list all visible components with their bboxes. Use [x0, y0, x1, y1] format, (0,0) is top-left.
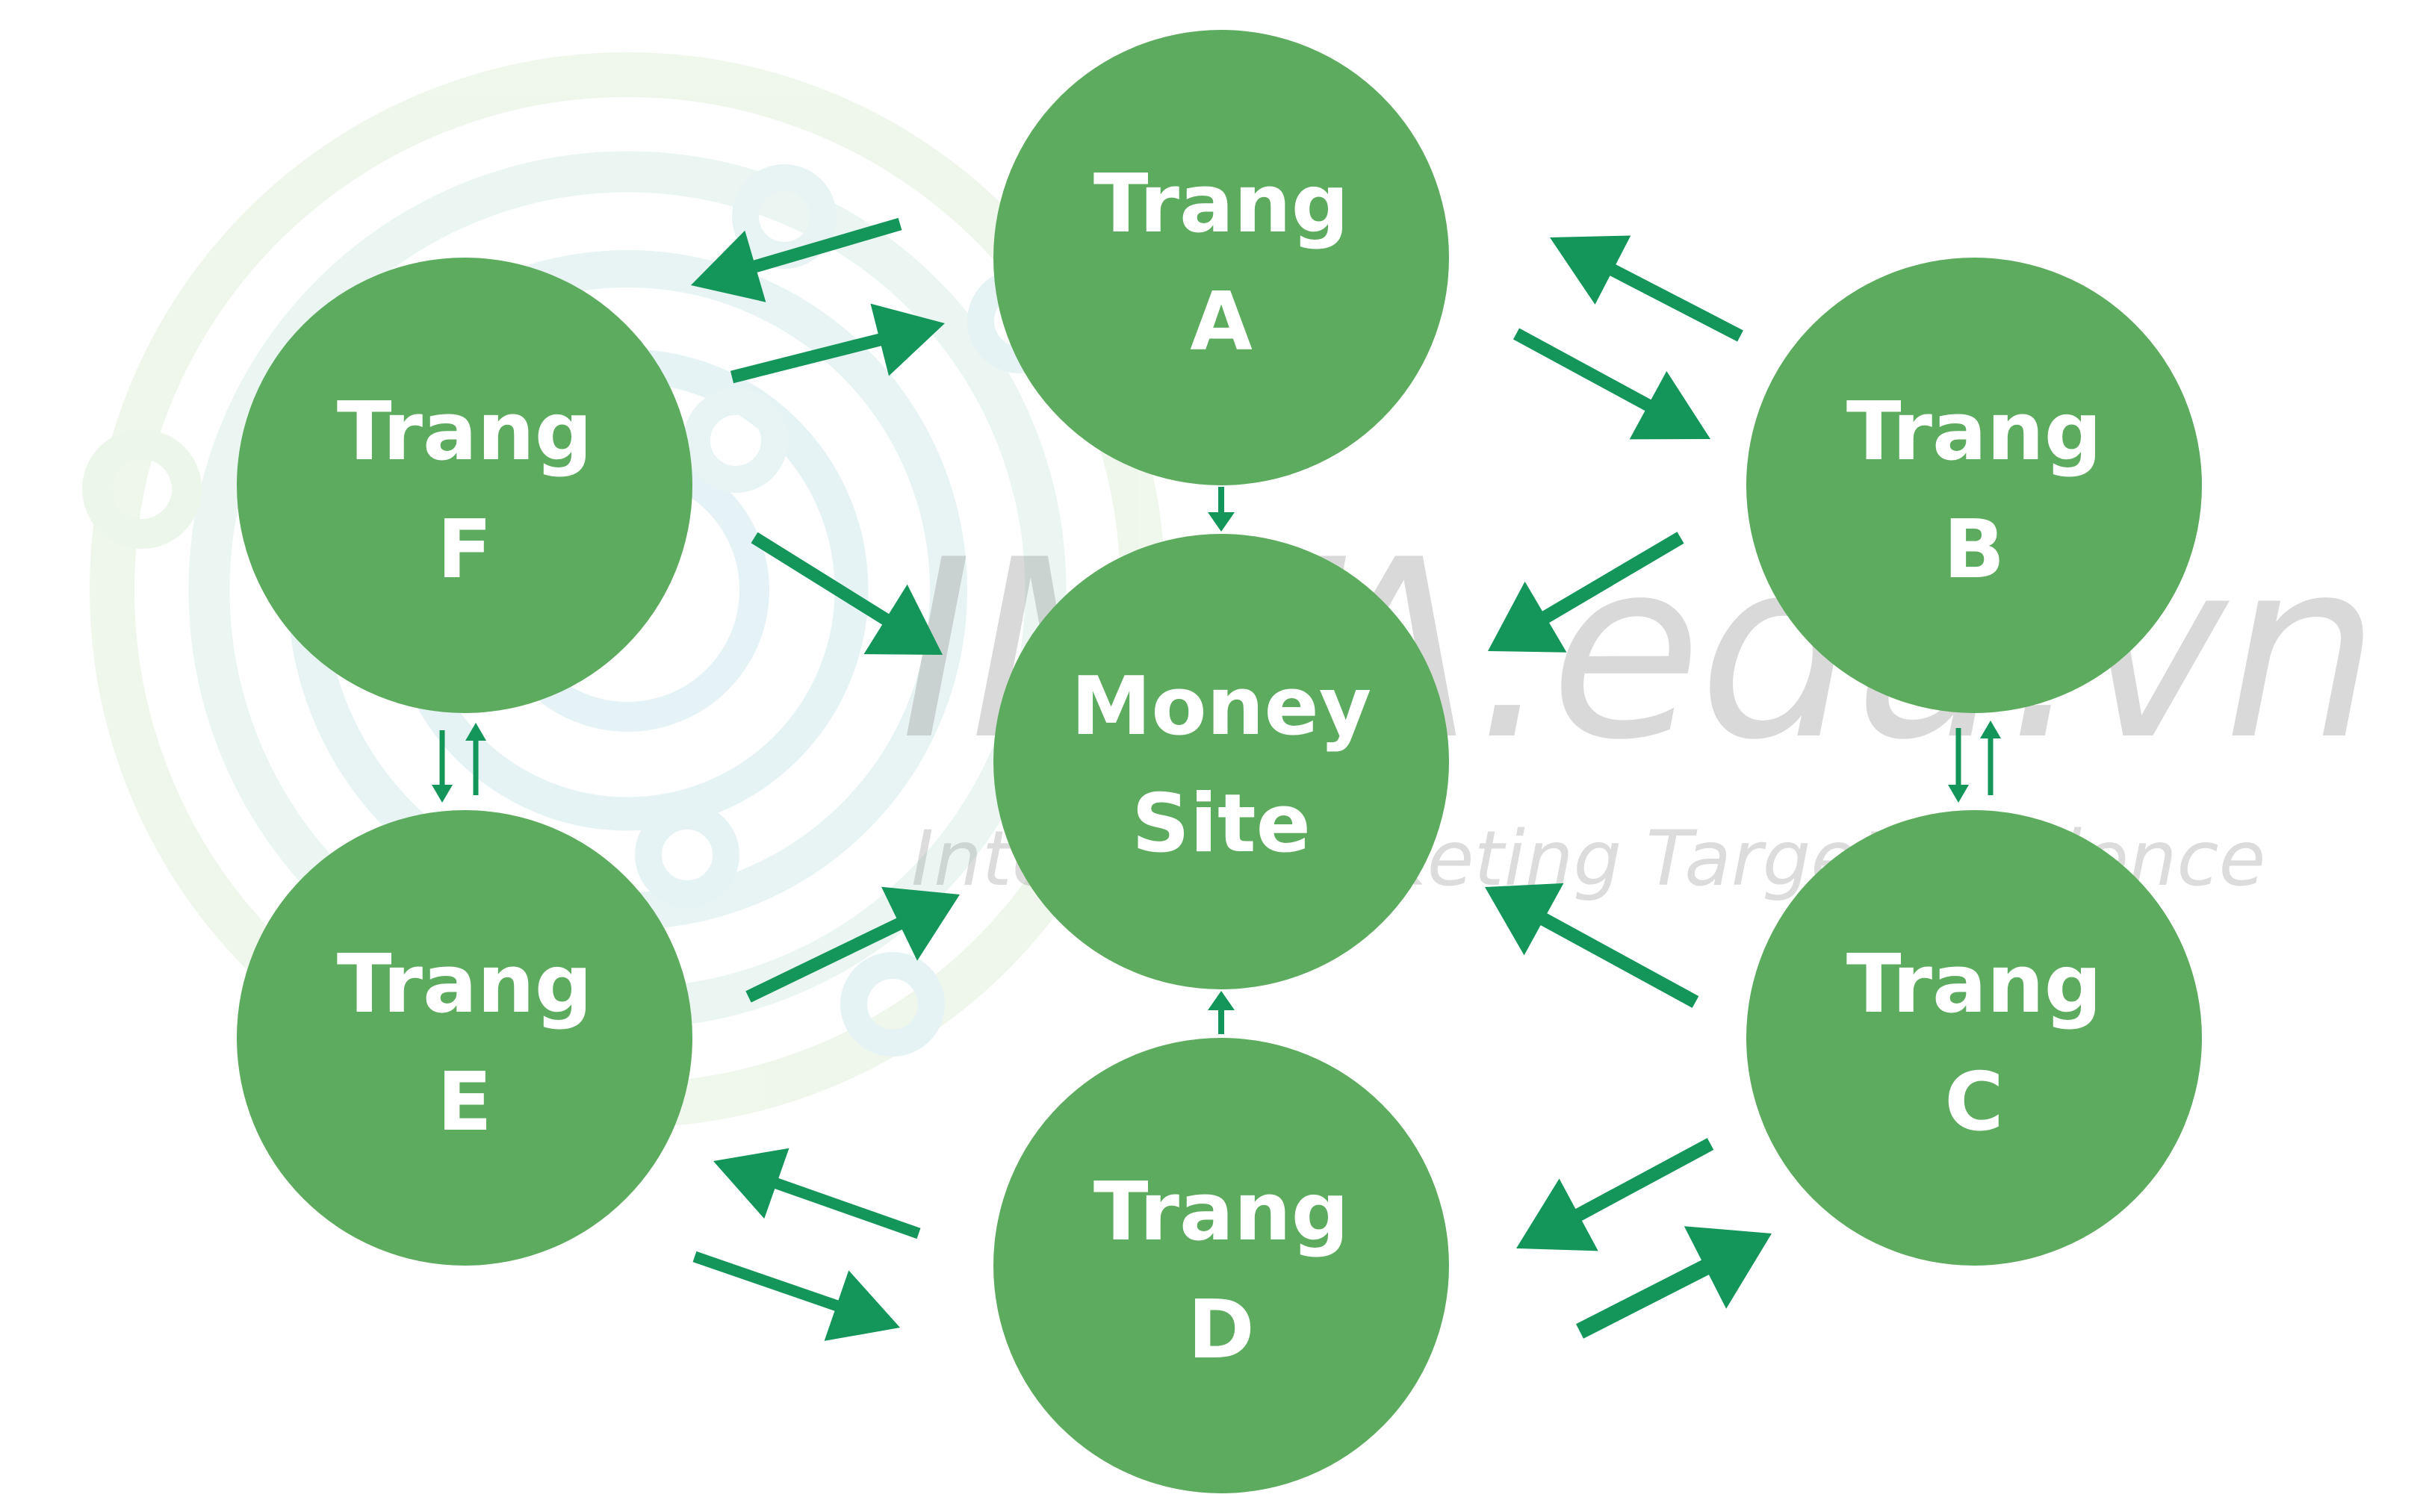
- node-trang-e: Trang E: [237, 810, 692, 1266]
- arrow-trang-f-to-trang-e-head: [432, 785, 453, 803]
- arrow-trang-d-to-trang-e: [713, 1148, 921, 1239]
- node-trang-a-label-line2: A: [1190, 276, 1253, 369]
- arrow-trang-b-to-trang-c-head: [1948, 785, 1969, 803]
- arrow-trang-b-to-money-site-shaft: [1541, 532, 1684, 624]
- arrow-trang-c-to-trang-b-head: [1980, 721, 2001, 738]
- arrow-trang-a-to-trang-f-shaft: [752, 217, 902, 273]
- node-trang-f: Trang F: [237, 258, 692, 713]
- arrow-trang-e-to-money-site: [745, 886, 960, 1003]
- node-trang-b: Trang B: [1746, 258, 2202, 713]
- node-trang-a-label-line1: Trang: [1093, 158, 1349, 251]
- node-money-site: Money Site: [993, 534, 1449, 989]
- arrow-trang-a-to-trang-b-head: [1629, 371, 1710, 440]
- arrow-trang-e-to-trang-d-head: [824, 1270, 900, 1341]
- node-trang-a-circle: [993, 30, 1449, 485]
- node-trang-d-circle: [993, 1038, 1449, 1493]
- arrow-trang-f-to-trang-a: [730, 303, 945, 384]
- node-trang-e-label-line1: Trang: [337, 938, 592, 1031]
- arrow-trang-d-to-money-site: [1208, 991, 1235, 1034]
- arrow-trang-f-to-trang-e: [432, 730, 453, 803]
- arrow-trang-b-to-trang-a: [1550, 235, 1743, 342]
- node-trang-f-label-line1: Trang: [337, 385, 592, 479]
- arrow-trang-d-to-trang-e-head: [713, 1148, 789, 1219]
- arrow-trang-a-to-money-site-head: [1208, 512, 1235, 532]
- arrow-trang-c-to-money-site: [1485, 883, 1699, 1008]
- arrow-trang-c-to-trang-b: [1980, 721, 2001, 795]
- arrow-trang-d-to-trang-c: [1576, 1226, 1772, 1339]
- arrow-trang-b-to-trang-a-shaft: [1608, 264, 1743, 342]
- node-trang-e-circle: [237, 810, 692, 1266]
- node-trang-c-circle: [1746, 810, 2202, 1266]
- arrow-trang-a-to-trang-f-head: [691, 230, 766, 302]
- arrow-trang-f-to-trang-a-shaft: [730, 333, 883, 384]
- node-trang-b-label-line2: B: [1943, 503, 2005, 597]
- arrow-trang-c-to-trang-d: [1516, 1138, 1714, 1251]
- arrow-trang-d-to-money-site-head: [1208, 991, 1235, 1010]
- arrow-trang-d-to-trang-c-head: [1684, 1226, 1772, 1309]
- arrow-trang-b-to-trang-a-head: [1550, 235, 1631, 305]
- arrow-trang-e-to-trang-d-shaft: [692, 1251, 840, 1312]
- node-trang-b-circle: [1746, 258, 2202, 713]
- arrows: [432, 217, 2001, 1341]
- arrow-trang-c-to-trang-d-head: [1516, 1178, 1598, 1251]
- arrow-trang-e-to-money-site-shaft: [745, 917, 904, 1003]
- arrow-trang-a-to-trang-f: [691, 217, 902, 302]
- arrow-trang-b-to-money-site: [1488, 532, 1684, 653]
- arrow-trang-a-to-trang-b-shaft: [1512, 328, 1653, 412]
- node-trang-f-label-line2: F: [437, 503, 492, 597]
- node-trang-c-label-line1: Trang: [1846, 938, 2102, 1031]
- node-money-site-label-line2: Site: [1132, 777, 1311, 871]
- node-trang-c: Trang C: [1746, 810, 2202, 1266]
- node-trang-c-label-line2: C: [1944, 1056, 2003, 1149]
- arrow-trang-e-to-money-site-head: [881, 886, 960, 961]
- node-trang-a: Trang A: [993, 30, 1449, 485]
- arrow-trang-e-to-trang-f: [465, 723, 486, 795]
- node-trang-e-label-line2: E: [437, 1056, 492, 1149]
- arrow-trang-d-to-trang-c-shaft: [1576, 1259, 1710, 1339]
- arrow-trang-f-to-money-site: [751, 532, 943, 655]
- node-trang-d-label-line2: D: [1188, 1284, 1255, 1377]
- arrow-trang-c-to-money-site-shaft: [1539, 912, 1699, 1008]
- node-trang-b-label-line1: Trang: [1846, 385, 2102, 479]
- node-trang-f-circle: [237, 258, 692, 713]
- arrow-trang-b-to-trang-c: [1948, 728, 1969, 803]
- arrow-trang-c-to-money-site-head: [1485, 883, 1564, 956]
- arrow-trang-a-to-money-site: [1208, 487, 1235, 532]
- arrow-trang-e-to-trang-f-head: [465, 723, 486, 741]
- arrow-trang-f-to-money-site-head: [863, 584, 943, 655]
- arrow-trang-a-to-trang-b: [1512, 328, 1710, 440]
- arrow-trang-e-to-trang-d: [692, 1251, 900, 1341]
- arrow-trang-c-to-trang-d-shaft: [1574, 1138, 1714, 1222]
- node-trang-d-label-line1: Trang: [1093, 1166, 1349, 1259]
- arrow-trang-f-to-money-site-shaft: [751, 532, 890, 626]
- arrow-trang-d-to-trang-e-shaft: [773, 1177, 921, 1239]
- node-money-site-label-line1: Money: [1071, 660, 1371, 753]
- node-trang-d: Trang D: [993, 1038, 1449, 1493]
- node-money-site-circle: [993, 534, 1449, 989]
- arrow-trang-f-to-trang-a-head: [870, 303, 945, 376]
- arrow-trang-b-to-money-site-head: [1488, 581, 1567, 653]
